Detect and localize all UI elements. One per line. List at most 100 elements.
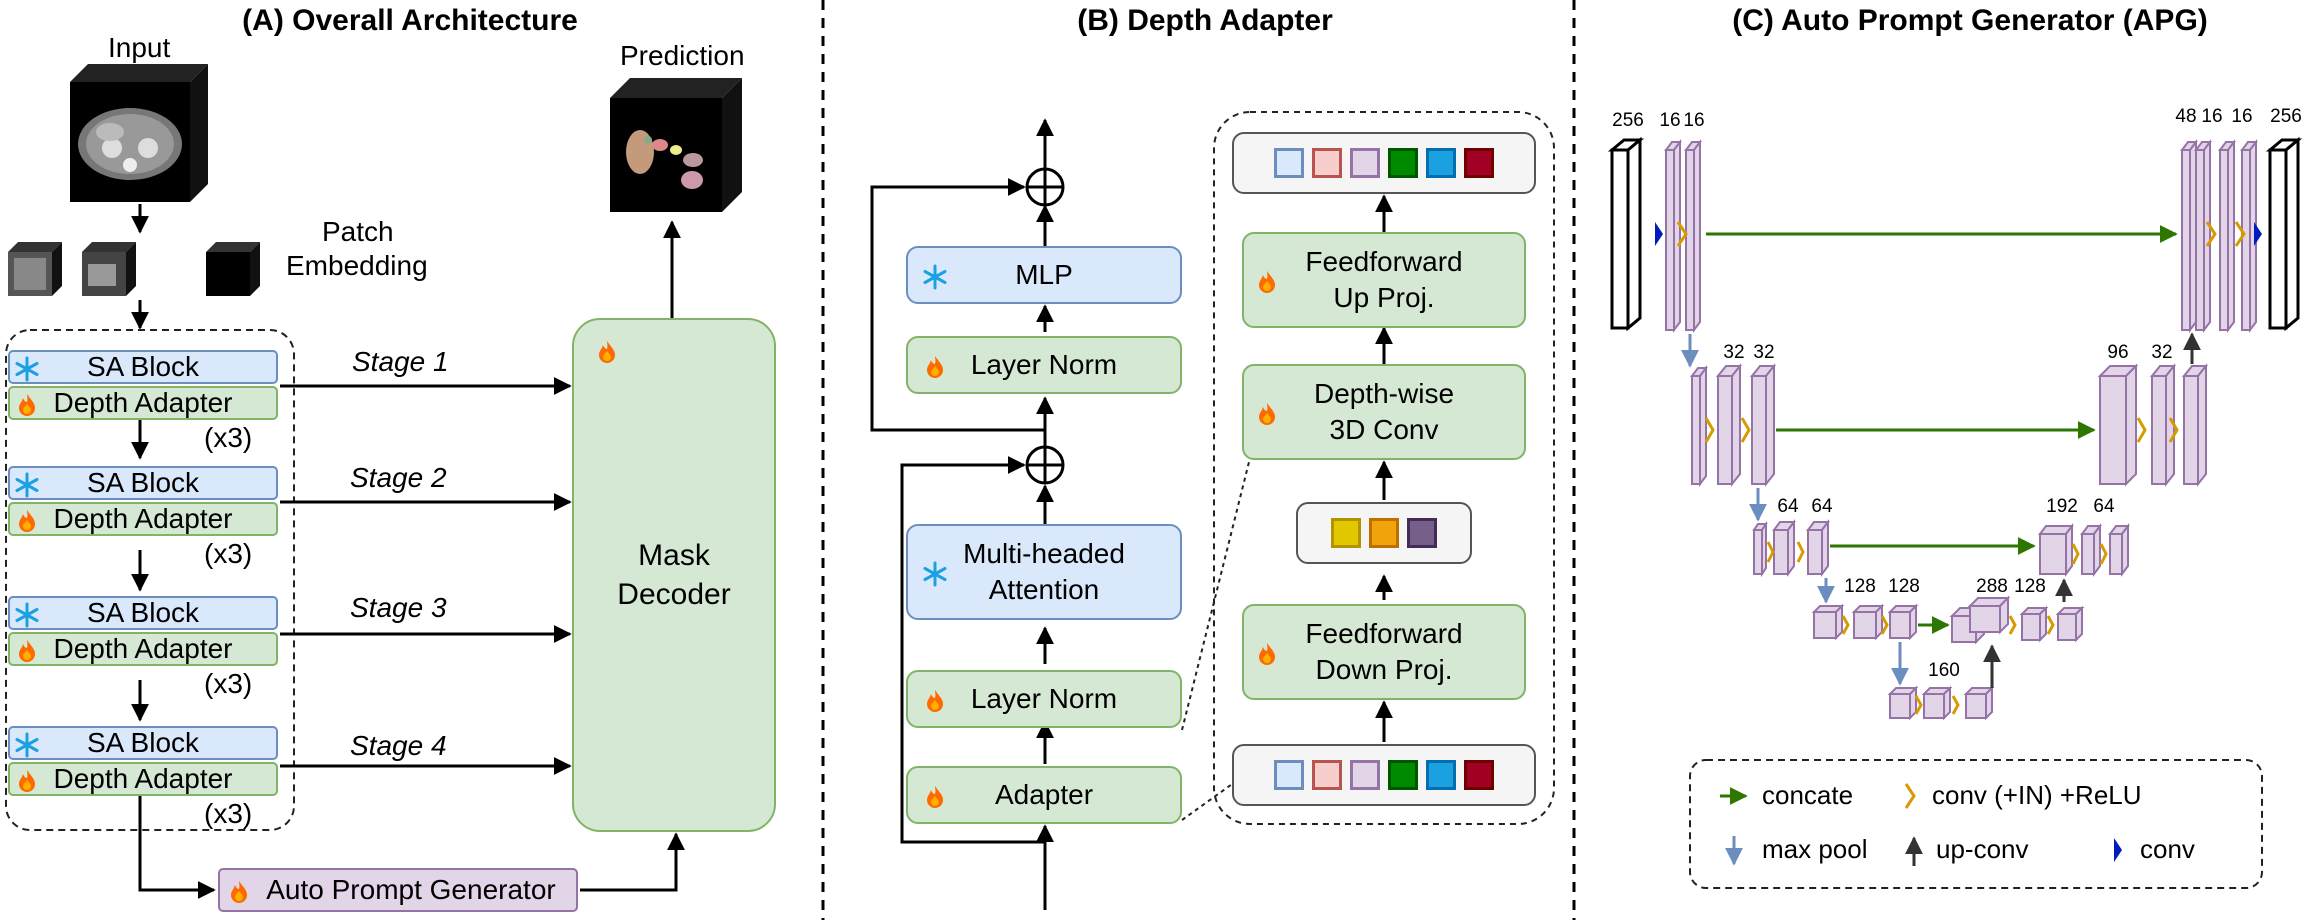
- panel-c-title: (C) Auto Prompt Generator (APG): [1732, 4, 2208, 37]
- sa-block-label: SA Block: [86, 466, 200, 498]
- fire-icon: [14, 391, 40, 417]
- fire-icon: [1254, 640, 1280, 666]
- fire-icon: [922, 783, 948, 809]
- residual-sum-top: [1025, 167, 1065, 207]
- legend-conv: conv: [2140, 834, 2195, 864]
- unet-level3-left: [1752, 519, 1830, 578]
- unet-bottleneck: [1887, 685, 1995, 721]
- channel-label: 32: [1723, 342, 1745, 363]
- dw-conv-line2: 3D Conv: [1329, 414, 1439, 445]
- unet-level4-left: [1811, 603, 1919, 641]
- patch-embedding-label-2: Embedding: [286, 250, 428, 281]
- feedforward-down-proj: Feedforward Down Proj.: [1242, 604, 1526, 700]
- depth-adapter-label: Depth Adapter: [53, 502, 233, 534]
- token-square: [1464, 760, 1494, 790]
- depth-adapter-label: Depth Adapter: [53, 762, 233, 794]
- input-label: Input: [108, 32, 171, 63]
- feedforward-up-proj: Feedforward Up Proj.: [1242, 232, 1526, 328]
- token-square: [1464, 148, 1494, 178]
- layer-norm-top: Layer Norm: [906, 336, 1182, 394]
- stage-3-label: Stage 3: [350, 592, 447, 623]
- input-volume: [70, 64, 208, 202]
- fire-icon: [14, 767, 40, 793]
- channel-label: 16: [1659, 110, 1681, 131]
- fire-icon: [14, 637, 40, 663]
- channel-label: 64: [2093, 496, 2115, 517]
- stage-4-label: Stage 4: [350, 730, 447, 761]
- token-square: [1312, 148, 1342, 178]
- token-square: [1426, 148, 1456, 178]
- channel-label: 96: [2107, 342, 2129, 363]
- ff-up-line2: Up Proj.: [1333, 282, 1435, 313]
- sa-block-label: SA Block: [86, 726, 200, 758]
- layer-norm-label: Layer Norm: [970, 348, 1118, 380]
- unet-level1-left: [1607, 136, 1702, 333]
- fire-icon: [1254, 268, 1280, 294]
- snowflake-icon: [14, 471, 40, 498]
- legend-concate: concate: [1762, 780, 1854, 810]
- repeat-label: (x3): [204, 668, 253, 699]
- repeat-label: (x3): [204, 538, 253, 569]
- channel-label: 128: [2014, 576, 2046, 597]
- ff-down-line1: Feedforward: [1305, 617, 1463, 649]
- legend-up-conv: up-conv: [1936, 834, 2029, 864]
- layer-norm-bottom: Layer Norm: [906, 670, 1182, 728]
- depthwise-3d-conv: Depth-wise 3D Conv: [1242, 364, 1526, 460]
- depth-adapter-label: Depth Adapter: [53, 386, 233, 418]
- channel-label: 32: [1753, 342, 1775, 363]
- mask-decoder-line2: Decoder: [617, 578, 731, 611]
- token-square: [1426, 760, 1456, 790]
- sa-block-2: SA Block: [8, 466, 278, 500]
- patch-embedding-label-1: Patch: [322, 216, 394, 247]
- depth-adapter-2: Depth Adapter: [8, 502, 278, 536]
- token-square: [1350, 760, 1380, 790]
- adapter-block: Adapter: [906, 766, 1182, 824]
- channel-label: 64: [1811, 496, 1833, 517]
- depth-adapter-label: Depth Adapter: [53, 632, 233, 664]
- token-square: [1274, 760, 1304, 790]
- token-square: [1407, 518, 1437, 548]
- token-square: [1312, 760, 1342, 790]
- depth-adapter-1: Depth Adapter: [8, 386, 278, 420]
- sa-block-label: SA Block: [86, 350, 200, 382]
- channel-label: 192: [2046, 496, 2078, 517]
- channel-label: 64: [1777, 496, 1799, 517]
- output-token-row: [1232, 132, 1536, 194]
- unet-level1-right: [2180, 136, 2303, 333]
- channel-label: 16: [1683, 110, 1705, 131]
- sa-block-1: SA Block: [8, 350, 278, 384]
- channel-label: 256: [1612, 110, 1644, 131]
- token-square: [1388, 760, 1418, 790]
- adapter-label: Adapter: [994, 778, 1094, 810]
- fire-icon: [14, 507, 40, 533]
- channel-label: 128: [1888, 576, 1920, 597]
- attention-line1: Multi-headed: [963, 537, 1125, 569]
- prediction-label: Prediction: [620, 40, 745, 71]
- attention-line2: Attention: [988, 574, 1100, 605]
- sa-block-3: SA Block: [8, 596, 278, 630]
- channel-label: 256: [2270, 106, 2302, 127]
- mask-decoder: Mask Decoder: [572, 318, 776, 832]
- layer-norm-label: Layer Norm: [970, 682, 1118, 714]
- stage-2-label: Stage 2: [350, 462, 447, 493]
- legend-conv-in-relu: conv (+IN) +ReLU: [1932, 780, 2142, 810]
- fire-icon: [594, 336, 620, 363]
- token-square: [1350, 148, 1380, 178]
- prediction-volume: [610, 78, 742, 212]
- channel-label: 288: [1976, 576, 2008, 597]
- channel-label: 16: [2231, 106, 2253, 127]
- snowflake-icon: [14, 355, 40, 382]
- patch-tokens: [8, 242, 260, 296]
- depth-adapter-3: Depth Adapter: [8, 632, 278, 666]
- unet-level3-right: [2038, 523, 2130, 577]
- ff-down-line2: Down Proj.: [1315, 654, 1453, 685]
- sa-block-4: SA Block: [8, 726, 278, 760]
- snowflake-icon: [922, 560, 948, 587]
- channel-label: 32: [2151, 342, 2173, 363]
- mlp-label: MLP: [1015, 258, 1073, 290]
- channel-label: 48: [2175, 106, 2197, 127]
- token-square: [1331, 518, 1361, 548]
- channel-label: 128: [1844, 576, 1876, 597]
- fire-icon: [922, 353, 948, 379]
